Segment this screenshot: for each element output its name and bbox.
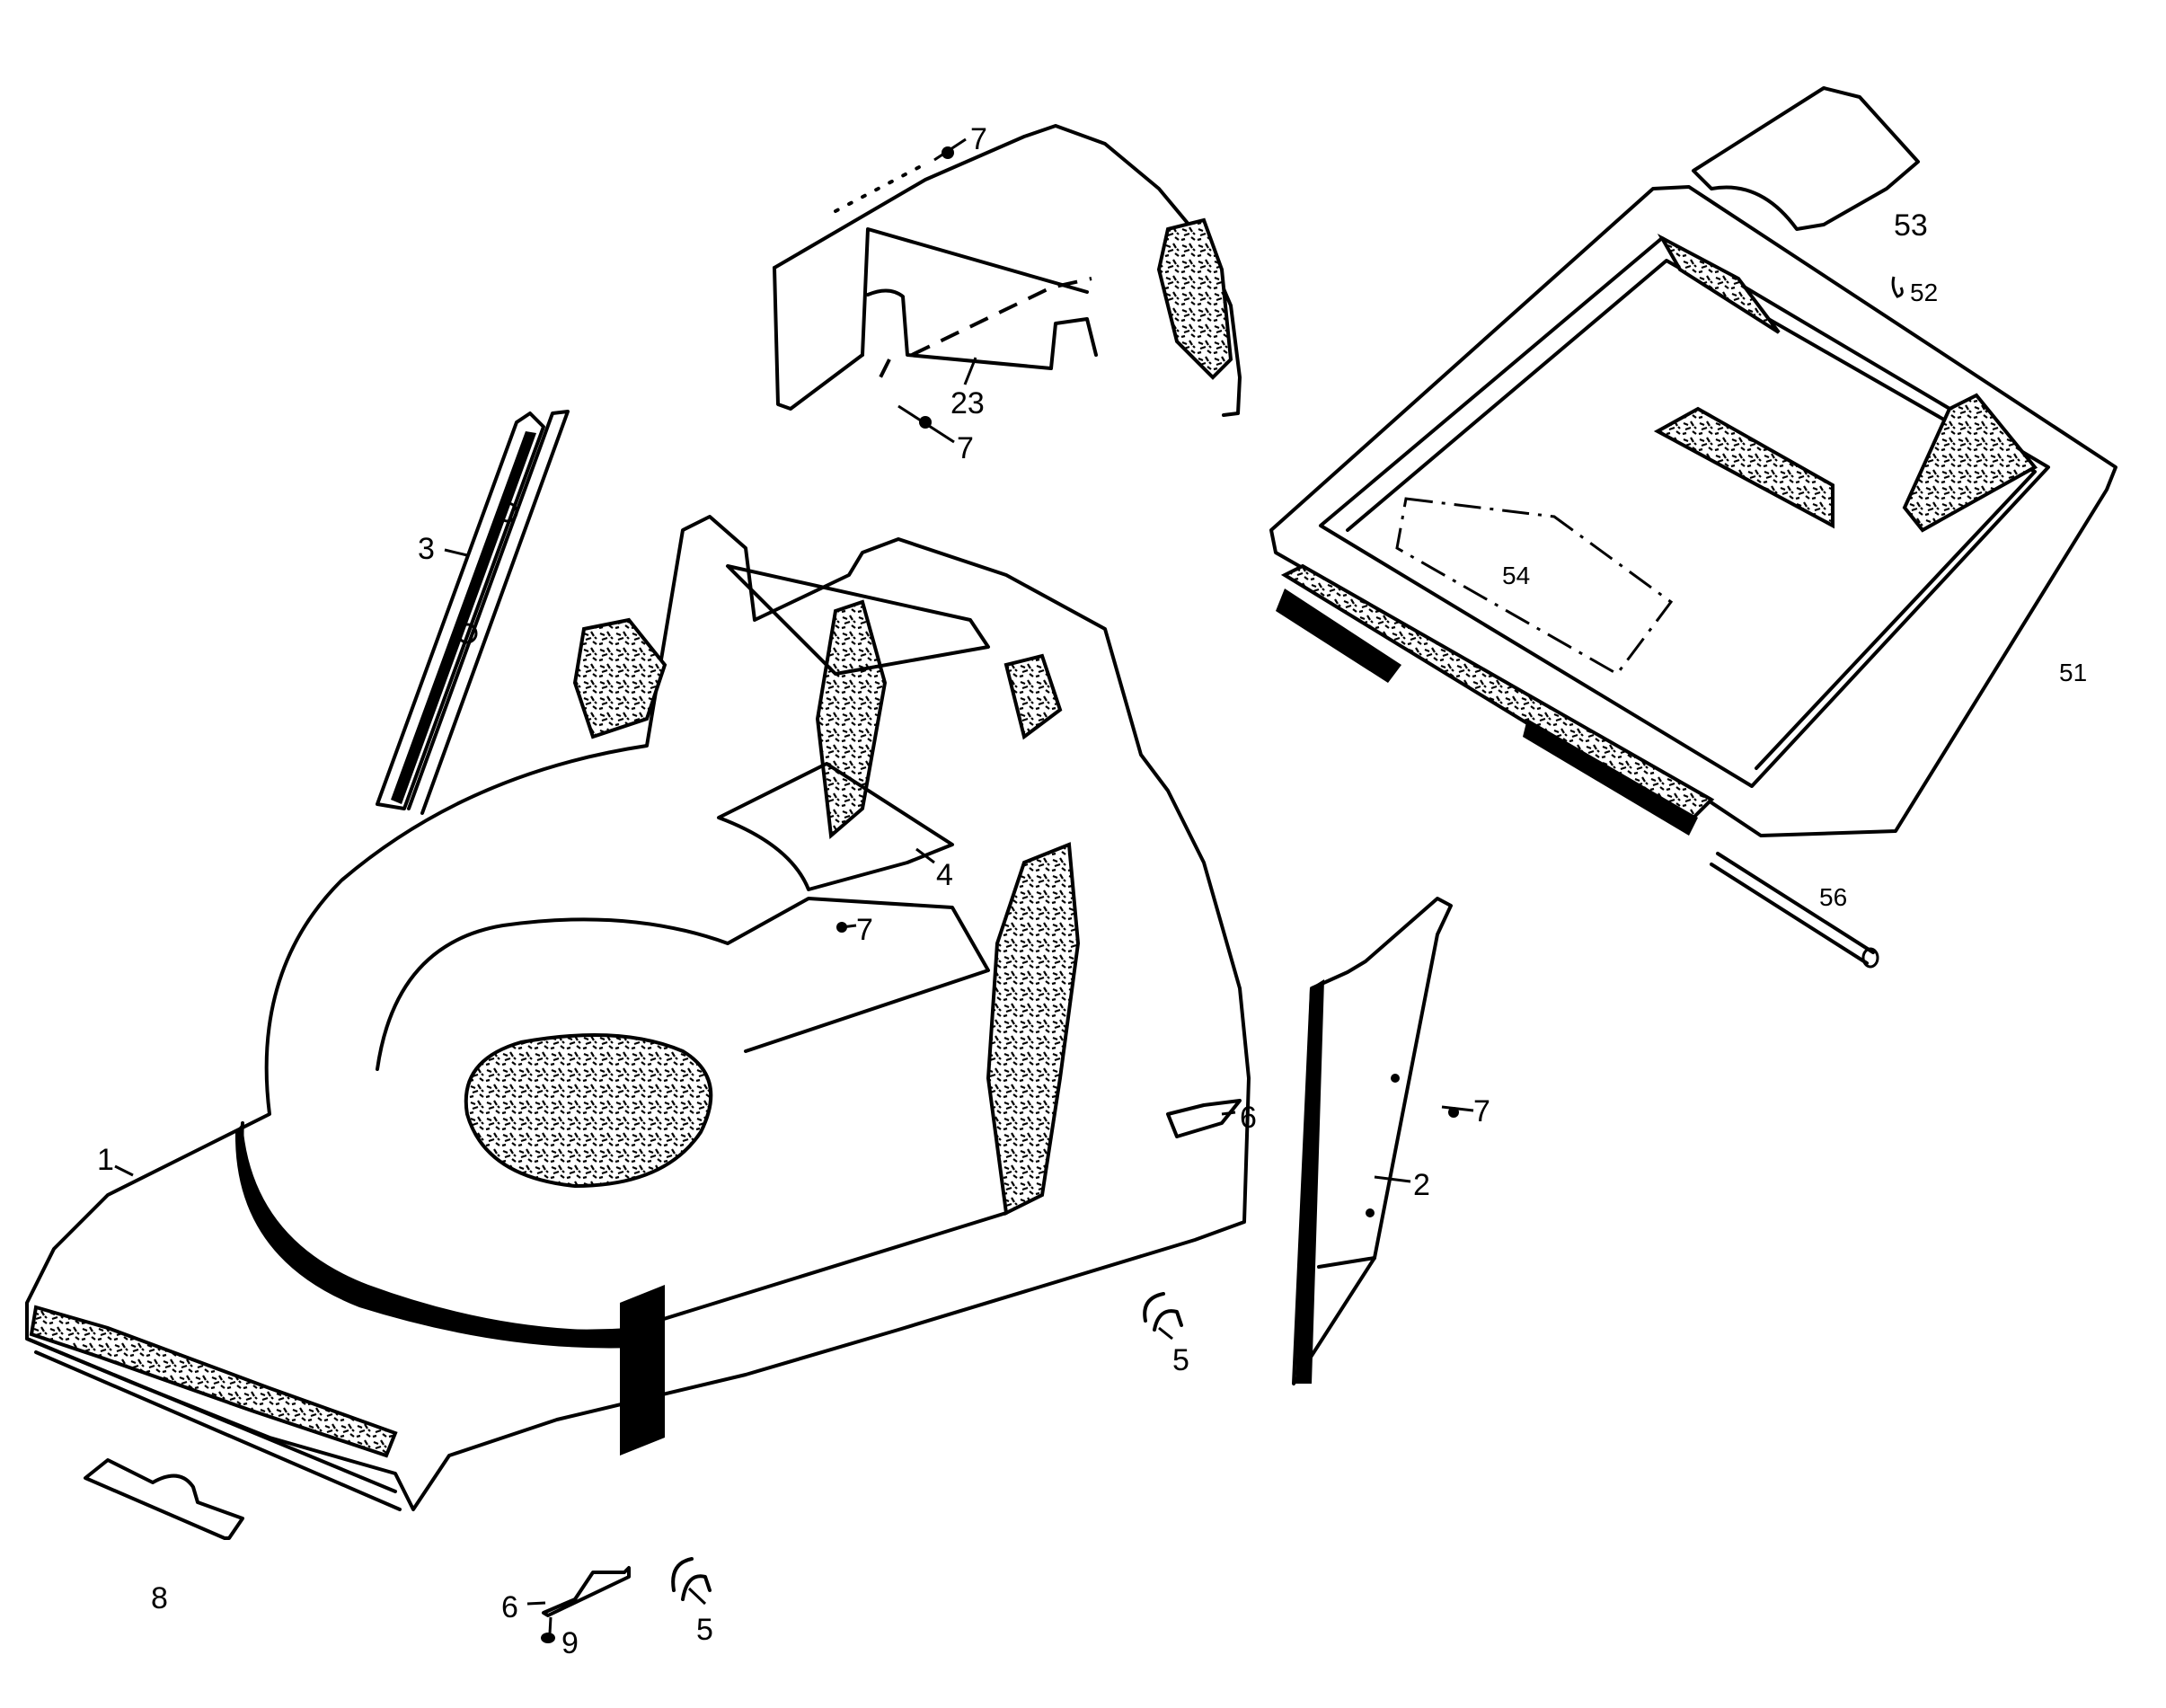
part-wheel-bushing [671, 1557, 712, 1601]
svg-text:9: 9 [561, 1626, 579, 1660]
label-54: 54 [1502, 562, 1530, 589]
label-7a: 7 [933, 122, 987, 162]
part-wheel-bushing [1143, 1292, 1183, 1332]
svg-text:23: 23 [950, 386, 985, 420]
svg-text:6: 6 [1240, 1101, 1257, 1135]
svg-text:7: 7 [856, 913, 873, 947]
label-4: 4 [915, 847, 953, 892]
label-2: 2 [1374, 1168, 1430, 1202]
svg-text:7: 7 [970, 122, 987, 156]
svg-text:5: 5 [696, 1613, 713, 1647]
part-grass-box-lid [1269, 185, 2117, 837]
label-8: 8 [151, 1581, 168, 1615]
label-5a: 5 [687, 1587, 713, 1647]
svg-text:51: 51 [2059, 659, 2087, 686]
label-56: 56 [1819, 883, 1847, 911]
label-3: 3 [418, 532, 468, 566]
svg-text:4: 4 [936, 858, 953, 892]
label-52: 52 [1891, 276, 1938, 306]
svg-text:8: 8 [151, 1581, 168, 1615]
svg-text:7: 7 [1473, 1094, 1490, 1128]
part-rear-guard [773, 124, 1242, 417]
label-53: 53 [1894, 208, 1928, 243]
part-bracket [1166, 1099, 1242, 1138]
svg-text:56: 56 [1819, 883, 1847, 911]
part-handle-rail [376, 410, 570, 815]
svg-text:5: 5 [1172, 1343, 1189, 1377]
part-label-plate [84, 1458, 244, 1540]
svg-text:54: 54 [1502, 562, 1530, 589]
part-side-flap [1292, 897, 1453, 1385]
label-1: 1 [97, 1143, 134, 1177]
svg-text:52: 52 [1910, 279, 1938, 306]
part-top-cover-plate [717, 762, 954, 891]
label-6a: 6 [501, 1590, 546, 1624]
part-lid-flap [1692, 86, 1920, 231]
label-6b: 6 [1221, 1101, 1257, 1135]
label-7b: 7 [897, 404, 974, 465]
label-9: 9 [541, 1616, 579, 1660]
label-23: 23 [950, 357, 985, 420]
svg-text:2: 2 [1413, 1168, 1430, 1202]
part-main-housing [25, 515, 1251, 1511]
label-7c: 7 [836, 913, 873, 947]
svg-text:6: 6 [501, 1590, 518, 1624]
svg-text:7: 7 [957, 431, 974, 465]
label-7d: 7 [1441, 1094, 1490, 1128]
part-hinge-rod [1710, 852, 1879, 969]
svg-text:1: 1 [97, 1143, 114, 1177]
label-5b: 5 [1158, 1326, 1189, 1377]
label-51: 51 [2059, 659, 2087, 686]
svg-text:3: 3 [418, 532, 435, 566]
part-bracket [542, 1566, 631, 1617]
svg-text:53: 53 [1894, 208, 1928, 243]
